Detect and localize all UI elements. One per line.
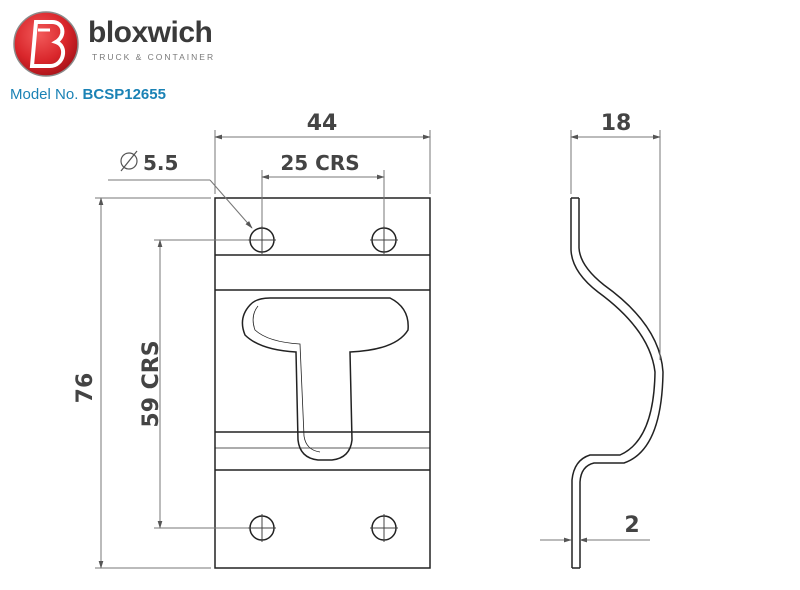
hole-spacing-dimension	[261, 170, 385, 226]
side-view	[570, 197, 664, 569]
model-number: Model No. BCSP12655	[10, 86, 166, 103]
width-label: 44	[307, 111, 338, 136]
hole-spacing-label: 25 CRS	[280, 151, 359, 175]
brand-logo	[12, 10, 232, 80]
thickness-label: 2	[624, 513, 639, 538]
diameter-icon	[120, 150, 138, 172]
hole-diameter-label: 5.5	[143, 151, 178, 175]
width-dimension	[214, 130, 431, 194]
plate-outline	[214, 197, 431, 569]
depth-dimension	[570, 130, 661, 360]
hole-diameter-dimension	[108, 179, 253, 229]
t-cutout-inner	[252, 305, 321, 453]
t-cutout	[241, 297, 409, 461]
brand-name: bloxwich	[88, 16, 213, 49]
brand-tagline: TRUCK & CONTAINER	[92, 52, 216, 62]
center-marks	[248, 226, 398, 542]
front-view	[214, 197, 431, 569]
vertical-spacing-label: 59 CRS	[139, 340, 164, 427]
height-dimension	[95, 197, 211, 569]
model-label: Model No.	[10, 86, 79, 103]
bloxwich-logo-icon	[13, 11, 79, 77]
vertical-spacing-dimension	[154, 239, 248, 529]
model-value: BCSP12655	[82, 86, 166, 103]
height-label: 76	[73, 373, 98, 404]
depth-label: 18	[601, 111, 632, 136]
